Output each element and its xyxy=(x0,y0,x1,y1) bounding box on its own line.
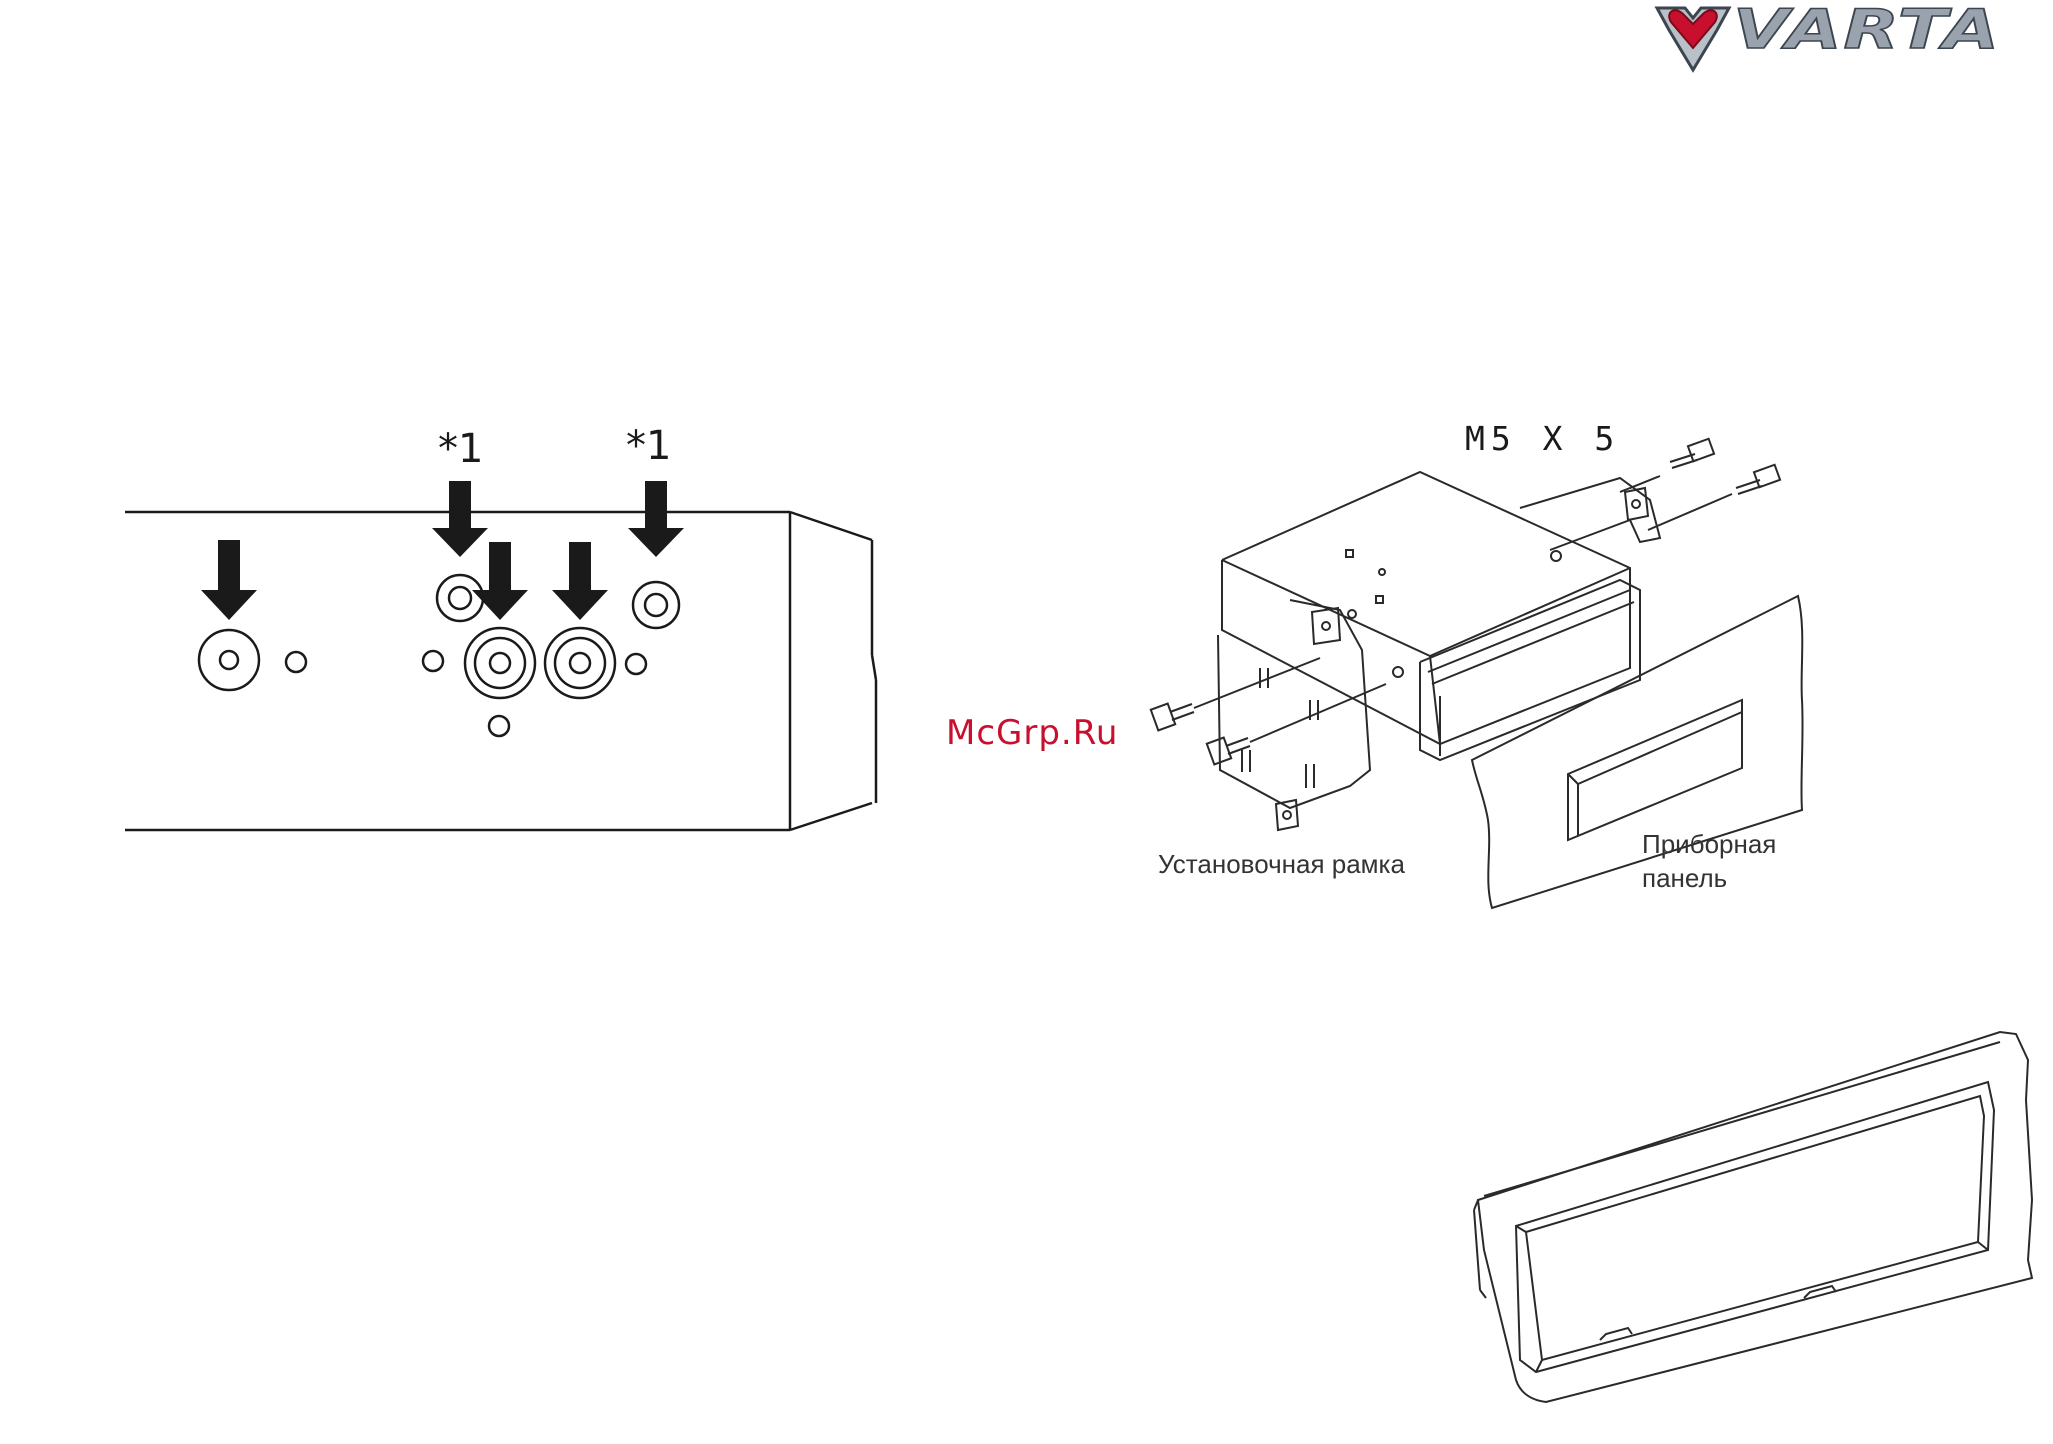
rca-connector-center-right xyxy=(545,628,615,698)
screw-icon xyxy=(1736,465,1780,494)
marker-label: *1 xyxy=(626,424,671,468)
frame-caption: Установочная рамка xyxy=(1158,848,1405,880)
trim-frame-drawing xyxy=(1460,1020,2053,1420)
screw-hole xyxy=(423,651,443,671)
varta-logo: VARTA xyxy=(1645,0,2053,85)
rca-connector-top-right xyxy=(633,582,679,628)
rca-connector-center-left xyxy=(465,628,535,698)
marker-label: *1 xyxy=(438,427,483,471)
trim-frame-figure xyxy=(1460,1020,2053,1420)
screw-hole xyxy=(489,716,509,736)
panel-caption-line2: панель xyxy=(1642,862,1727,894)
panel-caption-line1: Приборная xyxy=(1642,828,1776,860)
screw-hole xyxy=(286,652,306,672)
down-arrow-icons xyxy=(201,481,684,620)
screw-icon xyxy=(1670,439,1714,468)
rca-connector-top-left xyxy=(437,575,483,621)
watermark-text: McGrp.Ru xyxy=(946,713,1118,753)
rear-panel-figure: *1 *1 xyxy=(0,0,900,900)
heart-logo-icon xyxy=(1645,0,1735,85)
screw-size-label: M5 X 5 xyxy=(1465,419,1620,458)
installation-figure: M5 X 5 Установочная рамка Приборная пане… xyxy=(1100,400,1860,920)
screw-hole xyxy=(626,654,646,674)
logo-wordmark: VARTA xyxy=(1733,0,2001,59)
rca-connector-left xyxy=(199,630,259,690)
screw-icon xyxy=(1151,704,1194,731)
screw-icon xyxy=(1207,738,1250,765)
